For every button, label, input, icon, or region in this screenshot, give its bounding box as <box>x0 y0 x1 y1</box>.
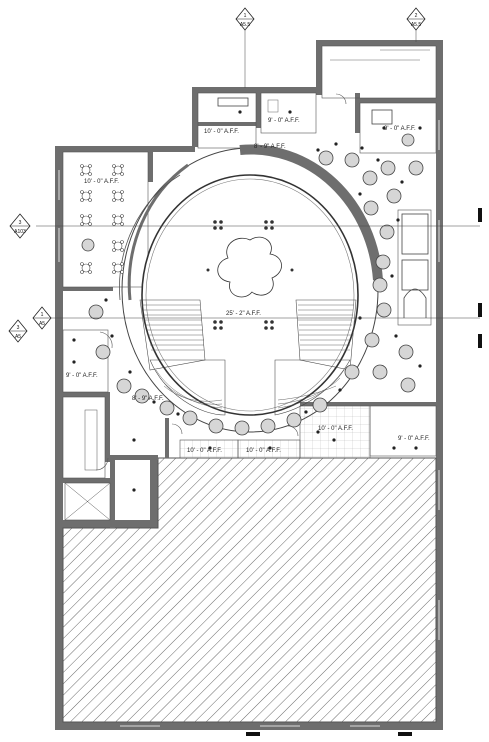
section-marker-a5-lower: 3 A5 <box>8 319 28 343</box>
stair <box>64 409 111 521</box>
room-outlines <box>62 45 437 521</box>
grid-lines <box>36 28 480 319</box>
section-ticks <box>246 208 482 736</box>
ceiling-label: 8' - 9" A.F.F. <box>132 396 164 402</box>
grid-marker-2: 2 A5.5 <box>406 7 426 31</box>
section-marker-a5-upper: 1 A5 <box>32 306 52 330</box>
grid-marker-num: 2 <box>415 13 418 19</box>
exterior-walls <box>55 40 443 730</box>
ceiling-label: 9' - 0" A.F.F. <box>268 118 300 124</box>
section-marker-num: 3 <box>19 220 22 226</box>
ceiling-label: 8' - 9" A.F.F. <box>254 144 286 150</box>
ceiling-label: 9' - 0" A.F.F. <box>384 126 416 132</box>
grid-marker-sheet: A5.5 <box>411 22 422 28</box>
hatched-zone <box>62 457 437 723</box>
ceiling-label: 25' - 2" A.F.F. <box>226 311 261 317</box>
service-counter <box>217 97 429 318</box>
dining-tables <box>81 133 424 436</box>
section-marker-sheet: A5 <box>15 334 21 340</box>
grid-marker-1: 1 A5.5 <box>235 7 255 31</box>
ceiling-label: 10' - 0" A.F.F. <box>84 179 119 185</box>
window-marks <box>58 120 440 727</box>
section-marker-num: 1 <box>41 312 44 318</box>
section-marker-sheet: A103 <box>14 229 26 235</box>
ceiling-labels: 10' - 0" A.F.F. 9' - 0" A.F.F. 9' - 0" A… <box>66 118 430 454</box>
seating-rows <box>142 304 354 409</box>
ceiling-label: 9' - 0" A.F.F. <box>66 373 98 379</box>
ceiling-label: 10' - 0" A.F.F. <box>204 129 239 135</box>
light-fixtures <box>206 220 294 330</box>
ceiling-label: 9' - 0" A.F.F. <box>398 436 430 442</box>
four-top-tables <box>80 164 124 274</box>
grid-marker-sheet: A5.5 <box>240 22 251 28</box>
section-marker-a103: 3 A103 <box>9 213 31 239</box>
section-marker-num: 3 <box>17 325 20 331</box>
auditorium <box>119 144 383 433</box>
ceiling-label: 10' - 0" A.F.F. <box>318 426 353 432</box>
grid-marker-num: 1 <box>244 13 247 19</box>
chair-dots <box>72 110 422 492</box>
ceiling-label: 10' - 0" A.F.F. <box>187 448 222 454</box>
ceiling-label: 10' - 0" A.F.F. <box>246 448 281 454</box>
north-room-detail <box>267 49 430 113</box>
interior-walls <box>63 93 436 528</box>
center-chandelier <box>217 236 282 298</box>
door-swings <box>95 93 347 471</box>
section-marker-sheet: A5 <box>39 321 45 327</box>
